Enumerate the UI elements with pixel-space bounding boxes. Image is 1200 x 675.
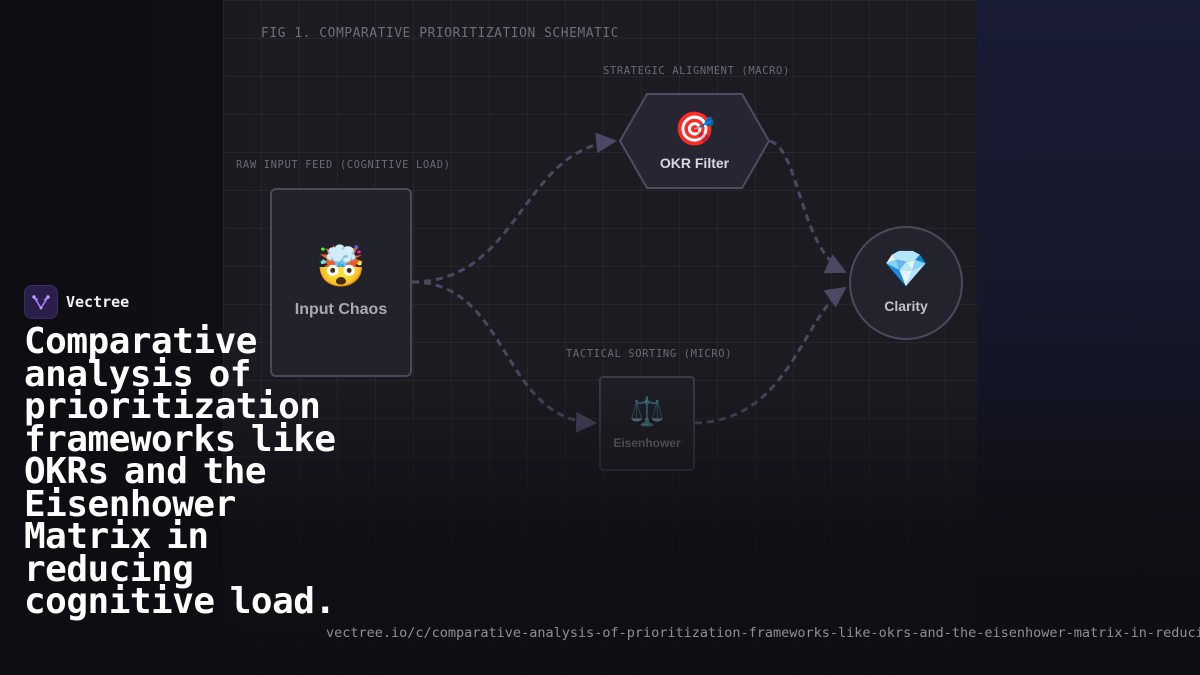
brand-name: Vectree (66, 293, 130, 311)
exploding-head-icon: 🤯 (316, 243, 366, 290)
scales-icon: ⚖️ (629, 394, 665, 428)
target-icon: 🎯 (673, 108, 716, 148)
vectree-logo-icon (24, 285, 58, 319)
headline: Comparative analysis of prioritization f… (24, 321, 336, 622)
node-input-chaos-label: Input Chaos (294, 300, 388, 318)
edge-okr-to-clarity (769, 139, 847, 274)
vectree-logo-mark (32, 295, 50, 310)
page-url[interactable]: vectree.io/c/comparative-analysis-of-pri… (326, 625, 1200, 641)
edge-input-to-eisenhower (411, 280, 598, 433)
node-okr-filter-label: OKR Filter (659, 154, 730, 171)
node-clarity-label: Clarity (884, 298, 928, 314)
node-okr-filter: 🎯 OKR Filter (619, 93, 770, 189)
edge-eisenhower-to-clarity (694, 286, 847, 425)
node-clarity: 💎 Clarity (849, 226, 963, 340)
brand: Vectree (24, 285, 129, 319)
node-eisenhower: ⚖️ Eisenhower (599, 376, 695, 471)
edge-input-to-okr (411, 132, 618, 284)
node-eisenhower-label: Eisenhower (613, 435, 681, 450)
gem-icon: 💎 (883, 249, 929, 290)
